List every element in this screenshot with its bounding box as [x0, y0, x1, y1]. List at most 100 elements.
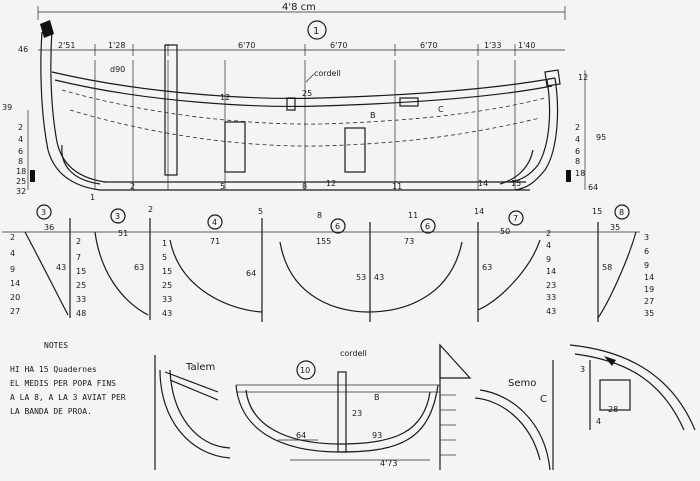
- svg-text:19: 19: [644, 285, 654, 294]
- svg-text:4: 4: [546, 241, 551, 250]
- svg-text:4: 4: [212, 218, 217, 227]
- profile-view: [30, 20, 571, 191]
- notes-line: LA BANDA DE PROA.: [10, 407, 92, 416]
- svg-text:155: 155: [316, 237, 331, 246]
- section-4: 4 5 71 64 1 5 15 25 33 43: [162, 207, 263, 322]
- svg-text:73: 73: [404, 237, 414, 246]
- svg-text:63: 63: [134, 263, 144, 272]
- svg-text:6: 6: [575, 147, 580, 156]
- spacing-label: 2'51: [58, 41, 75, 50]
- svg-text:18: 18: [575, 169, 585, 178]
- svg-text:6: 6: [18, 147, 23, 156]
- svg-text:8: 8: [619, 208, 624, 217]
- svg-text:32: 32: [16, 187, 26, 196]
- svg-text:5: 5: [258, 207, 263, 216]
- svg-text:50: 50: [500, 227, 510, 236]
- station-number: 15: [511, 179, 521, 188]
- svg-text:2: 2: [76, 237, 81, 246]
- svg-text:64: 64: [588, 183, 598, 192]
- svg-text:25: 25: [76, 281, 86, 290]
- svg-text:33: 33: [546, 293, 556, 302]
- dim-label: 25: [302, 89, 312, 98]
- notes-heading: NOTES: [44, 341, 68, 350]
- svg-text:14: 14: [474, 207, 484, 216]
- svg-text:20: 20: [10, 293, 20, 302]
- station-number: 8: [302, 182, 307, 191]
- station-number: 1: [90, 193, 95, 202]
- right-dim: 95: [596, 133, 606, 142]
- svg-text:9: 9: [546, 255, 551, 264]
- svg-text:6: 6: [644, 247, 649, 256]
- svg-text:15: 15: [592, 207, 602, 216]
- station-spacing-dims: 2'51 1'28 6'70 6'70 6'70 1'33 1'40: [38, 41, 565, 56]
- svg-text:11: 11: [408, 211, 418, 220]
- left-dim: 39: [2, 103, 12, 112]
- spacing-label: 1'33: [484, 41, 501, 50]
- svg-text:27: 27: [10, 307, 20, 316]
- svg-text:51: 51: [118, 229, 128, 238]
- spacing-label: 6'70: [420, 41, 437, 50]
- svg-text:2: 2: [546, 229, 551, 238]
- svg-text:4'73: 4'73: [380, 459, 397, 468]
- station-number: 2: [130, 182, 135, 191]
- svg-text:5: 5: [162, 253, 167, 262]
- svg-text:8: 8: [575, 157, 580, 166]
- midship-c: C: [540, 394, 547, 405]
- svg-text:23: 23: [352, 409, 362, 418]
- svg-text:53: 53: [356, 273, 366, 282]
- svg-text:3: 3: [580, 365, 585, 374]
- profile-right-heights: 2 4 6 8 18 64 95 12: [575, 70, 606, 192]
- dim-label: d90: [110, 65, 125, 74]
- svg-text:2: 2: [575, 123, 580, 132]
- overall-length-dimension: 4'8 cm: [37, 2, 566, 20]
- detail-view: 3 28 4: [569, 344, 696, 431]
- svg-text:64: 64: [296, 431, 306, 440]
- svg-text:64: 64: [246, 269, 256, 278]
- label-c: C: [438, 105, 444, 114]
- svg-text:4: 4: [575, 135, 580, 144]
- midship-section: Talem 10 cordell B 64 23 93 4'73 Semo C: [154, 343, 554, 471]
- svg-text:43: 43: [162, 309, 172, 318]
- svg-text:71: 71: [210, 237, 220, 246]
- svg-text:14: 14: [10, 279, 20, 288]
- svg-text:15: 15: [162, 267, 172, 276]
- station-number: 5: [220, 182, 225, 191]
- svg-text:7: 7: [76, 253, 81, 262]
- spacing-label: 6'70: [238, 41, 255, 50]
- svg-text:3: 3: [644, 233, 649, 242]
- profile-left-heights: 2 4 6 8 18 25 32 39 46: [2, 45, 29, 196]
- notes-block: NOTES HI HA 15 Quadernes EL MEDIS PER PO…: [10, 341, 126, 416]
- svg-text:3: 3: [41, 208, 46, 217]
- svg-text:1: 1: [162, 239, 167, 248]
- svg-text:6: 6: [335, 222, 340, 231]
- svg-text:33: 33: [76, 295, 86, 304]
- svg-text:25: 25: [162, 281, 172, 290]
- section-3: 3 2 51 63 2 7 15 25 33 48: [76, 205, 153, 320]
- cordell-label: cordell: [314, 69, 341, 78]
- svg-text:3: 3: [115, 212, 120, 221]
- svg-text:9: 9: [644, 261, 649, 270]
- station-number: 14: [478, 179, 488, 188]
- spacing-label: 1'28: [108, 41, 125, 50]
- semo-label: Semo: [508, 378, 536, 389]
- svg-text:43: 43: [56, 263, 66, 272]
- svg-text:36: 36: [44, 223, 54, 232]
- svg-text:58: 58: [602, 263, 612, 272]
- svg-text:7: 7: [513, 214, 518, 223]
- svg-text:4: 4: [18, 135, 23, 144]
- midship-b: B: [374, 393, 380, 402]
- svg-text:43: 43: [374, 273, 384, 282]
- svg-text:27: 27: [644, 297, 654, 306]
- drawing-number-1: 1: [307, 20, 327, 40]
- profile-station-numbers: 1 2 5 8 11 14 15 cordell B C d90 12 25 1…: [90, 65, 521, 202]
- svg-text:93: 93: [372, 431, 382, 440]
- label-b: B: [370, 111, 376, 120]
- spacing-label: 1'40: [518, 41, 535, 50]
- svg-text:23: 23: [546, 281, 556, 290]
- section-8: 8 15 35 58 3 6 9 14 19 27 35: [592, 204, 654, 322]
- svg-text:43: 43: [546, 307, 556, 316]
- svg-text:2: 2: [18, 123, 23, 132]
- svg-text:48: 48: [76, 309, 86, 318]
